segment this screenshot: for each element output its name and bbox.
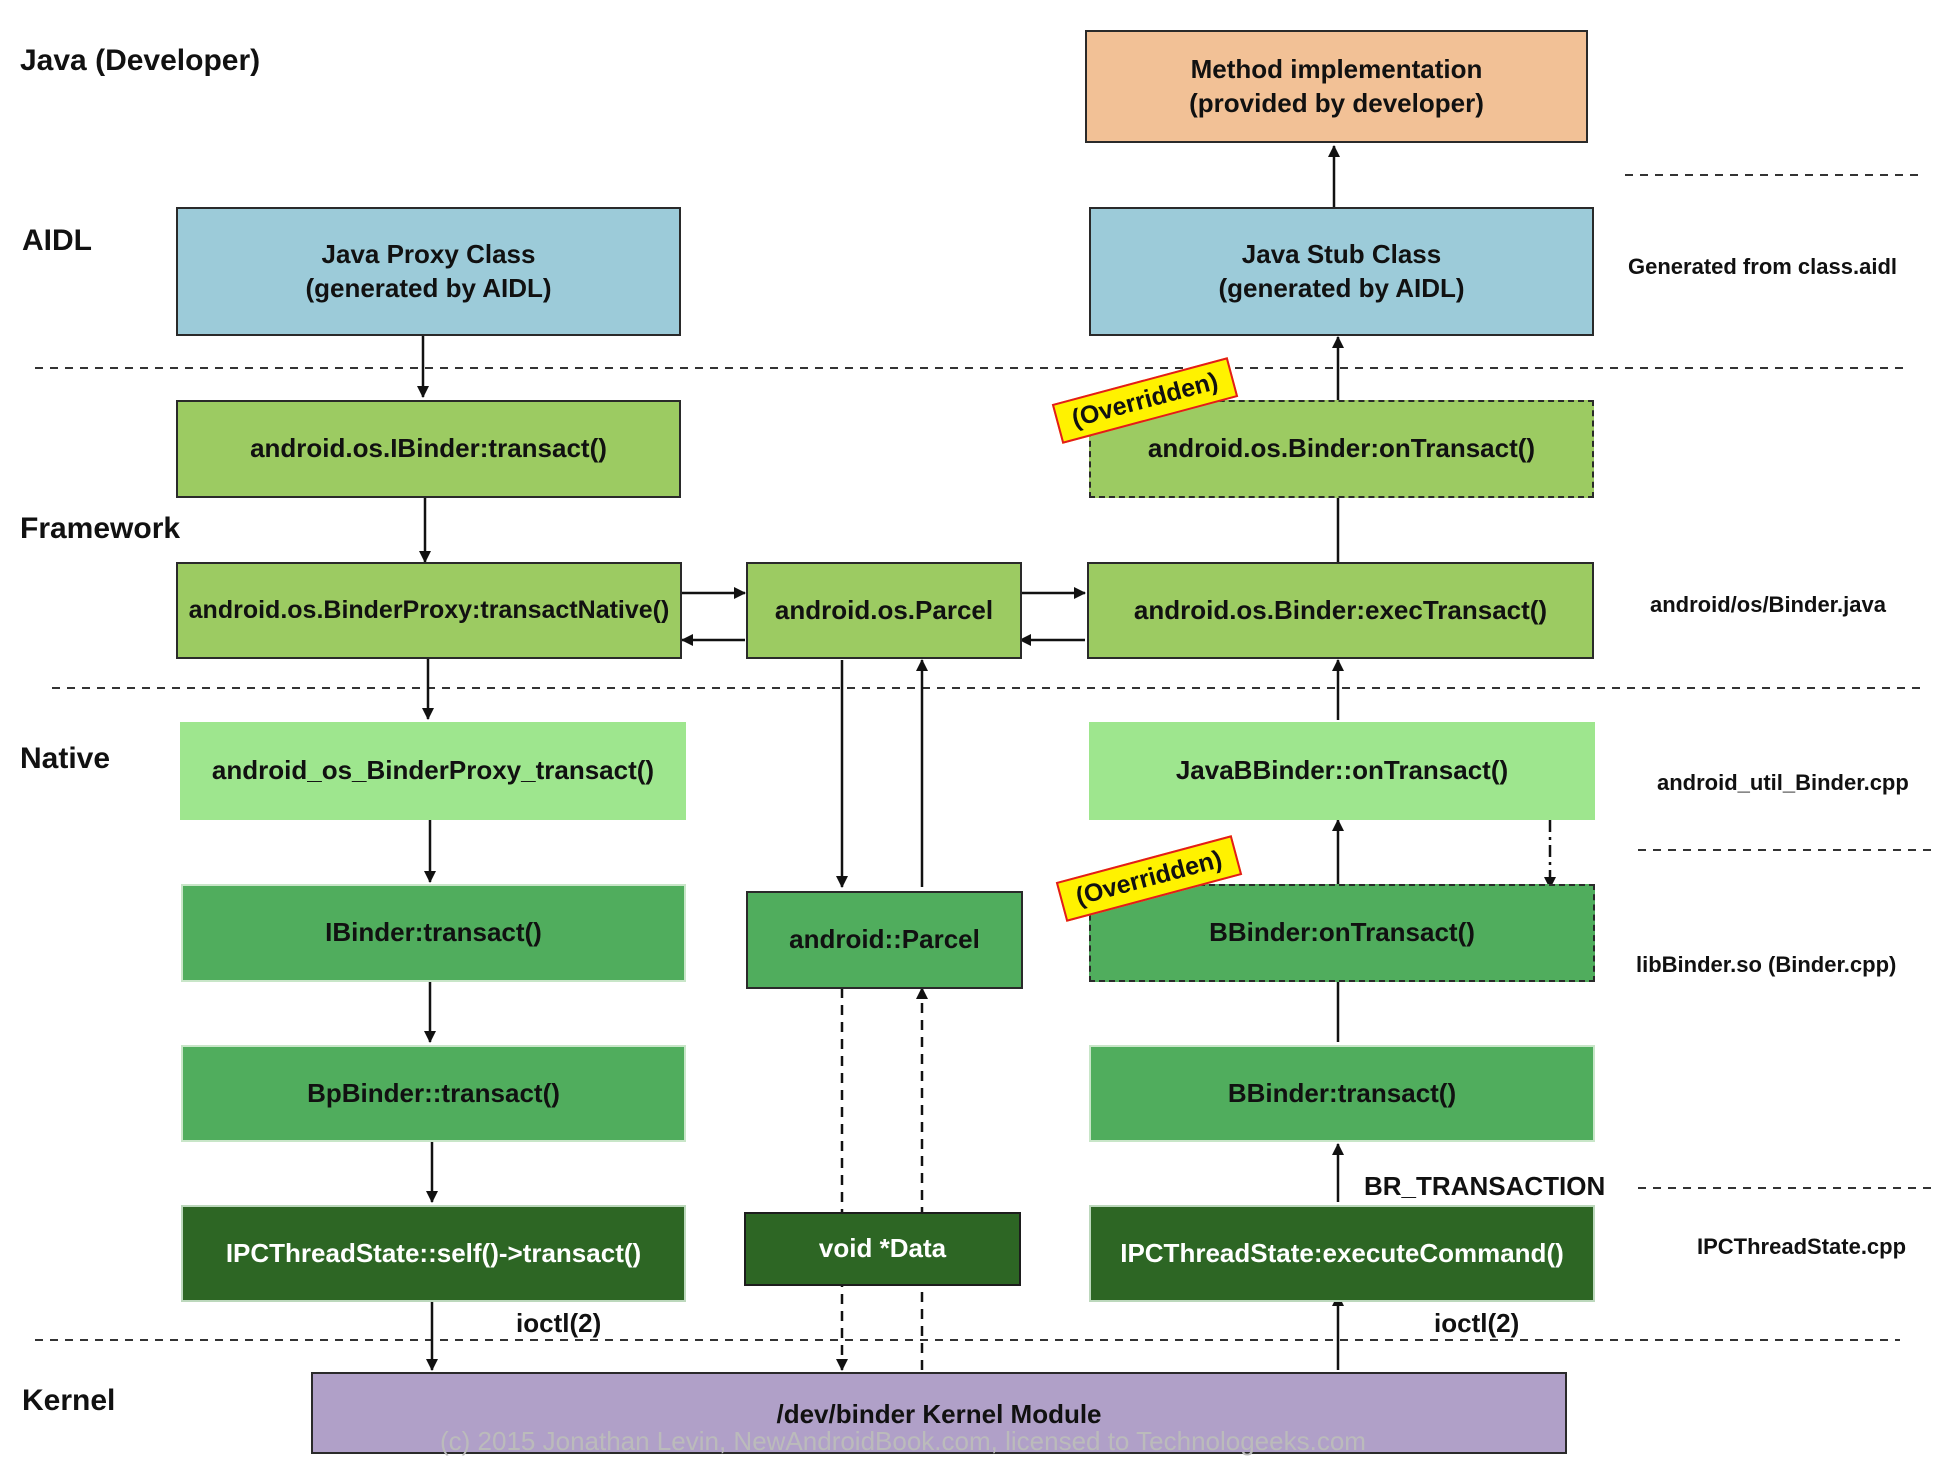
note-android-util-binder: android_util_Binder.cpp <box>1657 770 1909 795</box>
layer-label-aidl: AIDL <box>22 224 92 257</box>
ipcthreadstate-executecommand-box: IPCThreadState:executeCommand() <box>1089 1205 1595 1302</box>
void-data-box: void *Data <box>744 1212 1021 1286</box>
binder-ontransact-box: android.os.Binder:onTransact() <box>1089 400 1594 498</box>
note-binder-java: android/os/Binder.java <box>1650 592 1886 617</box>
br-transaction-label: BR_TRANSACTION <box>1364 1171 1606 1201</box>
ioctl-label-right: ioctl(2) <box>1434 1308 1520 1338</box>
layer-label-kernel: Kernel <box>22 1384 116 1417</box>
android-os-parcel-box: android.os.Parcel <box>746 562 1022 659</box>
javabbinder-ontransact-box: JavaBBinder::onTransact() <box>1089 722 1595 820</box>
native-ibinder-transact-box: IBinder:transact() <box>181 884 686 982</box>
note-libbinder: libBinder.so (Binder.cpp) <box>1636 952 1897 977</box>
ibinder-transact-box: android.os.IBinder:transact() <box>176 400 681 498</box>
bpbinder-transact-box: BpBinder::transact() <box>181 1045 686 1142</box>
layer-label-java: Java (Developer) <box>20 44 261 77</box>
layer-label-native: Native <box>20 742 111 775</box>
bbinder-ontransact-box: BBinder:onTransact() <box>1089 884 1595 982</box>
note-generated-from-aidl: Generated from class.aidl <box>1628 254 1897 279</box>
native-parcel-box: android::Parcel <box>746 891 1023 989</box>
android-os-binderproxy-transact-box: android_os_BinderProxy_transact() <box>180 722 686 820</box>
binder-exectransact-box: android.os.Binder:execTransact() <box>1087 562 1594 659</box>
ioctl-label-left: ioctl(2) <box>516 1308 602 1338</box>
binder-kernel-module-box: /dev/binder Kernel Module <box>311 1372 1567 1454</box>
ipcthreadstate-self-transact-box: IPCThreadState::self()->transact() <box>181 1205 686 1302</box>
method-implementation-box: Method implementation (provided by devel… <box>1085 30 1588 143</box>
java-proxy-class-box: Java Proxy Class (generated by AIDL) <box>176 207 681 336</box>
note-ipcthreadstate: IPCThreadState.cpp <box>1697 1234 1907 1259</box>
java-stub-class-box: Java Stub Class (generated by AIDL) <box>1089 207 1594 336</box>
copyright-watermark: (c) 2015 Jonathan Levin, NewAndroidBook.… <box>440 1426 1366 1456</box>
binderproxy-transactnative-box: android.os.BinderProxy:transactNative() <box>176 562 682 659</box>
bbinder-transact-box: BBinder:transact() <box>1089 1045 1595 1142</box>
layer-label-framework: Framework <box>20 512 181 545</box>
